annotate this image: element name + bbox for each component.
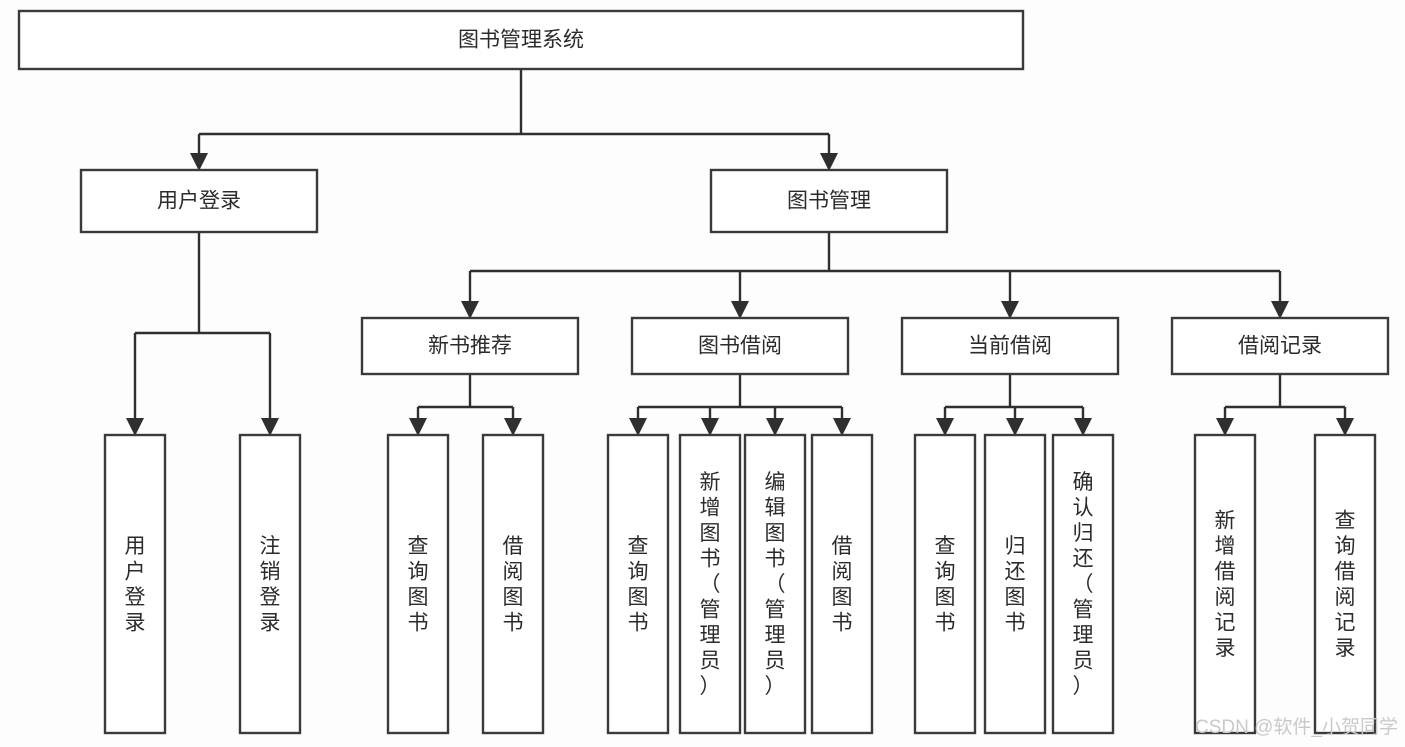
node-label: 注销登录: [260, 535, 281, 635]
node-box[interactable]: [103, 433, 167, 735]
csdn-watermark: CSDN @软件_小贺同学: [1195, 716, 1398, 738]
node-label: 新增图书（管理员）: [700, 471, 721, 698]
connector-arrowhead: [820, 153, 838, 171]
node-box[interactable]: [238, 433, 302, 735]
connector-login-to-leaves: [126, 232, 279, 436]
connector-arrowhead: [731, 301, 749, 319]
node-leaf-借阅图书[interactable]: 借阅图书: [481, 433, 545, 735]
connector-arrowhead: [190, 153, 208, 171]
node-box[interactable]: [743, 433, 807, 735]
node-leaf-借阅图书[interactable]: 借阅图书: [810, 433, 874, 735]
node-label: 借阅图书: [832, 535, 853, 635]
node-box[interactable]: [678, 433, 742, 735]
node-box[interactable]: [900, 316, 1120, 376]
node-box[interactable]: [913, 433, 977, 735]
connector-level3-to-leaves-2: [936, 374, 1092, 436]
node-leaf-编辑图书管理员[interactable]: 编辑图书（管理员）: [743, 433, 807, 735]
node-label: 归还图书: [1005, 535, 1026, 635]
node-leaf-查询图书[interactable]: 查询图书: [386, 433, 450, 735]
connector-arrowhead: [1271, 301, 1289, 319]
node-label: 用户登录: [125, 535, 146, 635]
connector-manage-to-level3: [461, 232, 1289, 319]
node-level3-新书推荐[interactable]: 新书推荐: [360, 316, 580, 376]
node-box[interactable]: [386, 433, 450, 735]
connector-arrowhead: [1001, 301, 1019, 319]
connector-arrowhead: [629, 418, 647, 436]
connectors-layer: [126, 69, 1354, 436]
node-label: 当前借阅: [968, 335, 1052, 358]
node-label: 查询图书: [628, 535, 649, 635]
node-leaf-用户登录[interactable]: 用户登录: [103, 433, 167, 735]
node-box[interactable]: [983, 433, 1047, 735]
node-label: 新增借阅记录: [1215, 509, 1236, 660]
connector-arrowhead: [936, 418, 954, 436]
node-root-图书管理系统[interactable]: 图书管理系统: [17, 9, 1025, 71]
node-box[interactable]: [630, 316, 850, 376]
node-label: 图书管理: [787, 190, 871, 213]
node-box[interactable]: [1313, 433, 1377, 735]
node-level3-借阅记录[interactable]: 借阅记录: [1170, 316, 1390, 376]
node-box[interactable]: [360, 316, 580, 376]
connector-arrowhead: [461, 301, 479, 319]
node-leaf-查询图书[interactable]: 查询图书: [913, 433, 977, 735]
node-box[interactable]: [79, 168, 319, 234]
node-level2-图书管理[interactable]: 图书管理: [709, 168, 949, 234]
connector-root-to-level2: [190, 69, 838, 171]
node-leaf-新增借阅记录[interactable]: 新增借阅记录: [1193, 433, 1257, 735]
node-label: 图书管理系统: [458, 29, 584, 52]
node-box[interactable]: [810, 433, 874, 735]
node-label: 查询图书: [935, 535, 956, 635]
node-label: 确认归还（管理员）: [1073, 471, 1094, 698]
node-leaf-确认归还管理员[interactable]: 确认归还（管理员）: [1051, 433, 1115, 735]
connector-level3-to-leaves-3: [1216, 374, 1354, 436]
node-label: 用户登录: [157, 190, 241, 213]
connector-arrowhead: [1216, 418, 1234, 436]
node-leaf-新增图书管理员[interactable]: 新增图书（管理员）: [678, 433, 742, 735]
node-leaf-查询图书[interactable]: 查询图书: [606, 433, 670, 735]
connector-arrowhead: [504, 418, 522, 436]
node-leaf-查询借阅记录[interactable]: 查询借阅记录: [1313, 433, 1377, 735]
connector-arrowhead: [126, 418, 144, 436]
node-label: 查询图书: [408, 535, 429, 635]
node-level3-图书借阅[interactable]: 图书借阅: [630, 316, 850, 376]
connector-arrowhead: [701, 418, 719, 436]
node-box[interactable]: [1051, 433, 1115, 735]
node-label: 新书推荐: [428, 335, 512, 358]
connector-arrowhead: [1006, 418, 1024, 436]
node-level2-用户登录[interactable]: 用户登录: [79, 168, 319, 234]
node-label: 查询借阅记录: [1335, 509, 1356, 660]
node-label: 图书借阅: [698, 335, 782, 358]
node-box[interactable]: [606, 433, 670, 735]
node-leaf-注销登录[interactable]: 注销登录: [238, 433, 302, 735]
connector-arrowhead: [766, 418, 784, 436]
node-box[interactable]: [709, 168, 949, 234]
nodes-layer: 图书管理系统用户登录图书管理新书推荐图书借阅当前借阅借阅记录用户登录注销登录查询…: [17, 9, 1390, 735]
node-box[interactable]: [481, 433, 545, 735]
node-label: 借阅记录: [1238, 335, 1322, 358]
connector-level3-to-leaves-0: [409, 374, 522, 436]
node-label: 编辑图书（管理员）: [765, 471, 786, 698]
node-box[interactable]: [1170, 316, 1390, 376]
connector-arrowhead: [409, 418, 427, 436]
node-label: 借阅图书: [503, 535, 524, 635]
connector-arrowhead: [833, 418, 851, 436]
node-box[interactable]: [1193, 433, 1257, 735]
node-leaf-归还图书[interactable]: 归还图书: [983, 433, 1047, 735]
node-box[interactable]: [17, 9, 1025, 71]
node-level3-当前借阅[interactable]: 当前借阅: [900, 316, 1120, 376]
connector-level3-to-leaves-1: [629, 374, 851, 436]
connector-arrowhead: [1074, 418, 1092, 436]
connector-arrowhead: [261, 418, 279, 436]
connector-arrowhead: [1336, 418, 1354, 436]
